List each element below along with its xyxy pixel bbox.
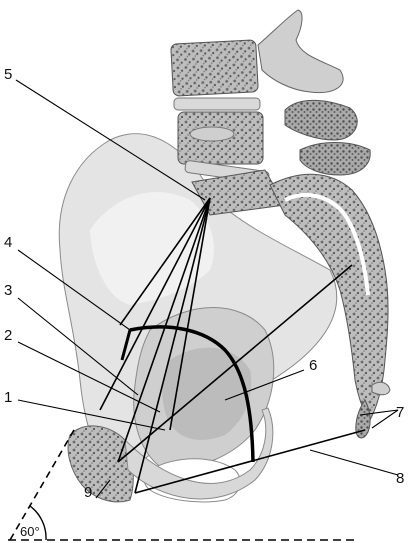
label-9: 9 xyxy=(84,484,92,501)
label-4: 4 xyxy=(4,234,12,251)
label-6: 6 xyxy=(309,357,317,374)
label-3: 3 xyxy=(4,282,12,299)
label-8: 8 xyxy=(396,470,404,487)
label-5: 5 xyxy=(4,66,12,83)
angle-label: 60° xyxy=(20,524,40,539)
label-1: 1 xyxy=(4,389,12,406)
label-2: 2 xyxy=(4,327,12,344)
spinous-processes xyxy=(258,10,370,175)
label-7: 7 xyxy=(396,404,404,421)
